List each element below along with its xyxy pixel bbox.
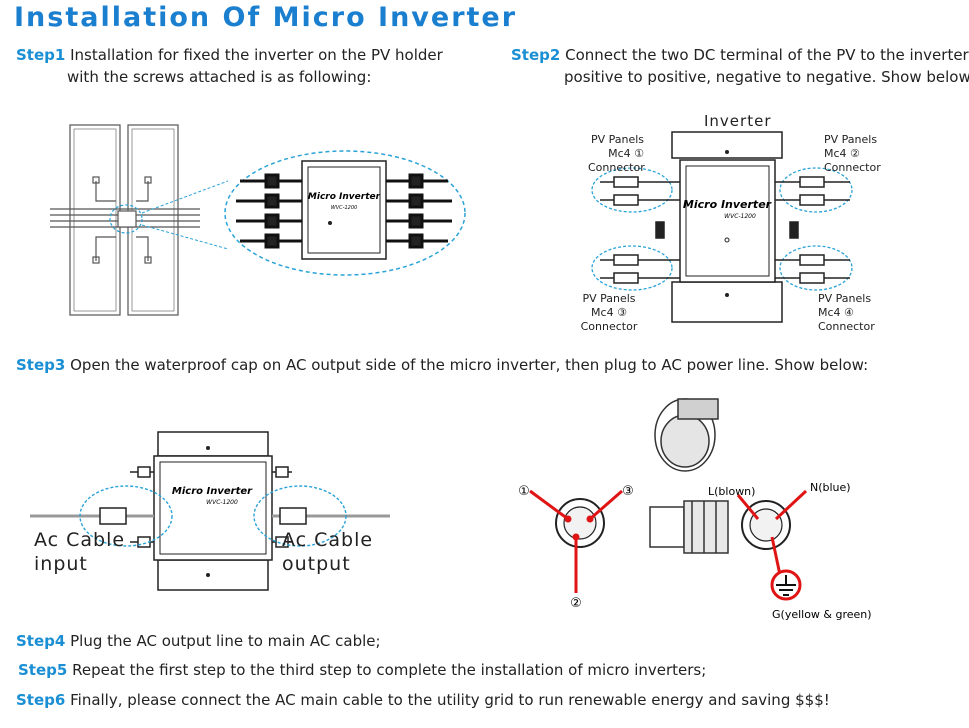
step4-line: Plug the AC output line to main AC cable… bbox=[70, 632, 381, 650]
step2-text: Step2 Connect the two DC terminal of the… bbox=[511, 44, 969, 66]
step5-text: Step5 Repeat the first step to the third… bbox=[18, 659, 706, 681]
step6-label: Step6 bbox=[16, 691, 66, 709]
pv-label-1-line3: Connector bbox=[588, 161, 645, 174]
pv-label-3-line2: Mc4 ③ bbox=[591, 306, 627, 319]
step4-label: Step4 bbox=[16, 632, 66, 650]
pv-label-3-line3: Connector bbox=[580, 320, 638, 333]
pin-number-3: ③ bbox=[622, 484, 634, 499]
ac-device-name: Micro Inverter bbox=[172, 486, 253, 497]
plug-diagram: ① ③ ② L(blown) N(blue) G(yellow & green) bbox=[518, 398, 872, 621]
pv-label-2-line1: PV Panels bbox=[824, 133, 878, 146]
ac-input-line2: input bbox=[34, 553, 88, 575]
step2-diagram: Micro Inverter WVC-1200 bbox=[580, 110, 960, 340]
pv-label-4-line3: Connector bbox=[818, 320, 875, 333]
inverter-label: Inverter bbox=[704, 112, 772, 130]
pv-label-1-line1: PV Panels bbox=[590, 133, 644, 146]
step1-line1: Installation for fixed the inverter on t… bbox=[70, 46, 443, 64]
step1-line2: with the screws attached is as following… bbox=[67, 68, 372, 86]
pv-label-2-line2: Mc4 ② bbox=[824, 147, 860, 160]
pin-number-1: ① bbox=[518, 484, 530, 499]
callout-device-name: Micro Inverter bbox=[308, 192, 381, 202]
step2-drawing: Micro Inverter WVC-1200 bbox=[591, 131, 853, 323]
pv-label-4-line1: PV Panels bbox=[818, 292, 872, 305]
pv-label-2-line3: Connector bbox=[824, 161, 881, 174]
ac-input-line1: Ac Cable bbox=[34, 529, 126, 551]
step6-text: Step6 Finally, please connect the AC mai… bbox=[16, 689, 830, 711]
step1-label: Step1 bbox=[16, 46, 66, 64]
ac-input-caption: Ac Cable input bbox=[34, 528, 125, 576]
ac-output-line1: Ac Cable bbox=[282, 529, 374, 551]
neutral-wire-label: N(blue) bbox=[810, 481, 851, 494]
inverter-device-model: WVC-1200 bbox=[724, 213, 756, 220]
ac-device-model: WVC-1200 bbox=[206, 499, 238, 506]
step3-label: Step3 bbox=[16, 356, 66, 374]
step2-line1: Connect the two DC terminal of the PV to… bbox=[565, 46, 969, 64]
inverter-device-name: Micro Inverter bbox=[683, 198, 772, 211]
pv-label-1-line2: Mc4 ① bbox=[608, 147, 644, 160]
step3-diagram: Micro Inverter WVC-1200 bbox=[30, 431, 390, 591]
step1-diagram: Micro Inverter WVC-1200 bbox=[50, 124, 466, 316]
pv-label-4: PV Panels Mc4 ④ Connector bbox=[818, 292, 875, 334]
step2-line2: positive to positive, negative to negati… bbox=[564, 68, 969, 86]
step3-line: Open the waterproof cap on AC output sid… bbox=[70, 356, 869, 374]
pv-label-1: PV Panels Mc4 ① Connector bbox=[588, 133, 645, 175]
page-title: Installation Of Micro Inverter bbox=[14, 2, 518, 33]
ac-output-line2: output bbox=[282, 553, 351, 575]
step2-label: Step2 bbox=[511, 46, 561, 64]
pv-label-3-line1: PV Panels bbox=[582, 292, 636, 305]
pv-label-4-line2: Mc4 ④ bbox=[818, 306, 854, 319]
pv-label-2: PV Panels Mc4 ② Connector bbox=[824, 133, 881, 175]
ac-output-caption: Ac Cable output bbox=[282, 528, 373, 576]
step3-text: Step3 Open the waterproof cap on AC outp… bbox=[16, 354, 868, 376]
live-wire-label: L(blown) bbox=[708, 485, 755, 498]
step1-text: Step1 Installation for fixed the inverte… bbox=[16, 44, 443, 66]
step4-text: Step4 Plug the AC output line to main AC… bbox=[16, 630, 381, 652]
step5-line: Repeat the first step to the third step … bbox=[72, 661, 707, 679]
callout-device-model: WVC-1200 bbox=[331, 205, 357, 211]
ground-wire-label: G(yellow & green) bbox=[772, 608, 872, 621]
pv-label-3: PV Panels Mc4 ③ Connector bbox=[580, 292, 638, 334]
step6-line: Finally, please connect the AC main cabl… bbox=[70, 691, 830, 709]
step5-label: Step5 bbox=[18, 661, 68, 679]
pin-number-2: ② bbox=[570, 596, 582, 611]
